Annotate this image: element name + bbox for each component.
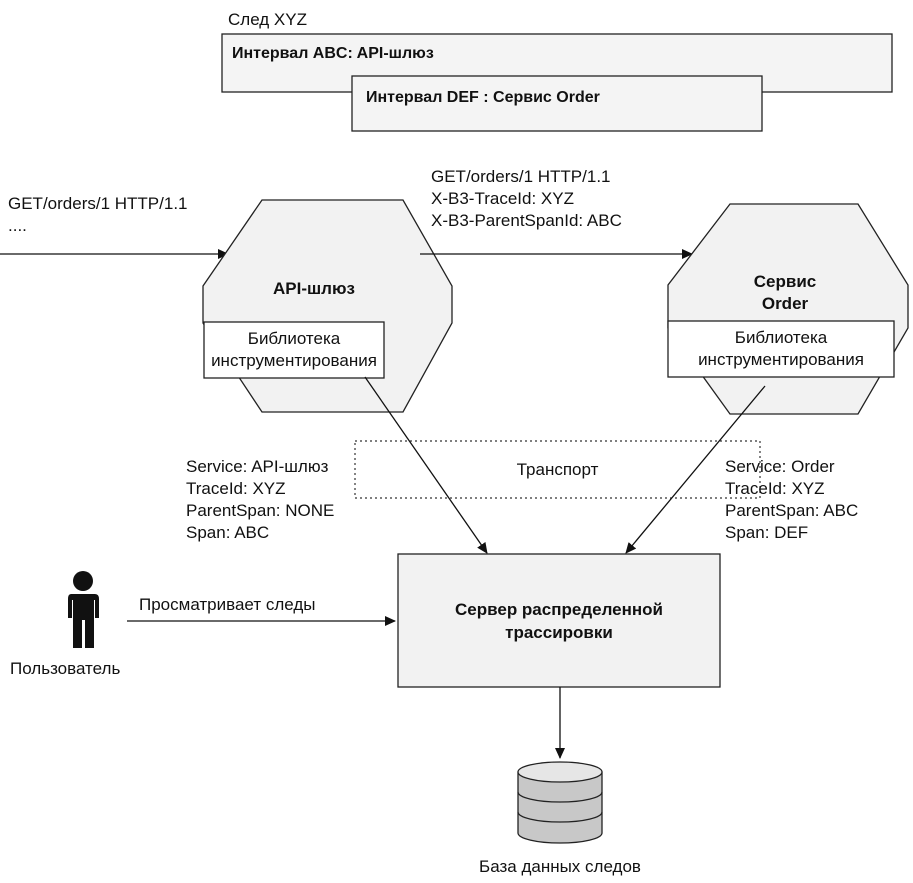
forwarded-request-line1: GET/orders/1 HTTP/1.1 [431,167,611,186]
user-action-label: Просматривает следы [139,595,316,614]
api-gateway-library-line2: инструментирования [211,351,377,370]
trace-title: След XYZ [228,10,307,29]
span-right-span: Span: DEF [725,523,809,542]
order-service-library-line1: Библиотека [734,328,828,347]
forwarded-request-line2: X-B3-TraceId: XYZ [431,189,574,208]
tracing-server-line2: трассировки [505,623,613,642]
tracing-server-box [397,553,721,688]
order-service-library-line2: инструментирования [698,350,864,369]
span-def-label: Интервал DEF : Сервис Order [366,89,600,106]
transport-box [354,440,761,499]
order-service-name-line1: Сервис [753,272,817,291]
span-left-span: Span: ABC [186,523,270,542]
incoming-request-line1: GET/orders/1 HTTP/1.1 [8,194,188,213]
span-right-trace: TraceId: XYZ [725,479,825,498]
person-icon [68,571,99,648]
tracing-server-line1: Сервер распределенной [455,600,663,619]
api-gateway-name: API-шлюз [273,279,355,298]
order-service-name-line2: Order [761,294,809,313]
incoming-request-line2: .... [8,216,27,235]
span-right-parent: ParentSpan: ABC [725,501,859,520]
span-left-parent: ParentSpan: NONE [186,501,335,520]
span-right-service: Service: Order [725,457,835,476]
database-label: База данных следов [479,857,641,876]
span-left-trace: TraceId: XYZ [186,479,286,498]
api-gateway-shape [202,199,453,413]
span-def-bar [351,75,763,132]
user-label: Пользователь [10,659,121,678]
database-icon [517,761,603,844]
span-abc-label: Интервал ABC: API-шлюз [232,45,434,62]
order-service-library-box [667,320,895,378]
span-left-service: Service: API-шлюз [186,457,329,476]
api-gateway-library-line1: Библиотека [247,329,341,348]
api-gateway-library-box [203,321,385,379]
forwarded-request-line3: X-B3-ParentSpanId: ABC [431,211,622,230]
order-service-report-arrow [625,385,766,554]
transport-label: Транспорт [516,460,599,479]
api-gateway-report-arrow [364,376,488,554]
